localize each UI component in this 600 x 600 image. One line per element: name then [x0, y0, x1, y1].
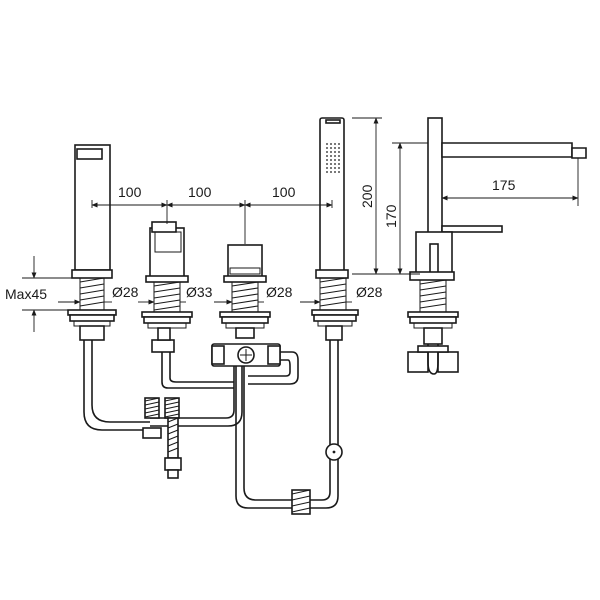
valve-left-assembly: [141, 221, 234, 389]
spacing-label-1: 100: [118, 184, 142, 200]
max-thickness-dimension: [22, 256, 72, 332]
spacing-label-3: 100: [272, 184, 296, 200]
spout-height-label: 170: [383, 204, 399, 228]
max-thickness-label: Max45: [5, 286, 47, 302]
height-dimensions: [352, 117, 428, 275]
supply-hoses: [142, 397, 182, 479]
hand-shower-assembly: [291, 117, 359, 515]
hand-shower-nozzles: [326, 143, 340, 173]
side-view-thread: [419, 279, 447, 313]
side-view-assembly: [407, 117, 587, 375]
hole-diameter-label-3: Ø28: [266, 284, 293, 300]
hole-diameter-label-4: Ø28: [356, 284, 383, 300]
reach-dimension: [441, 158, 579, 206]
valve-right-thread: [231, 281, 259, 313]
valve-right-assembly: [150, 244, 299, 509]
valve-left-thread: [153, 281, 181, 313]
hole-diameter-label-1: Ø28: [112, 284, 139, 300]
spout-thread: [79, 277, 105, 311]
spacing-dimensions: [91, 200, 333, 244]
spout-reach-label: 175: [492, 177, 516, 193]
spacing-label-2: 100: [188, 184, 212, 200]
hole-diameter-label-2: Ø33: [186, 284, 213, 300]
hand-shower-thread: [319, 277, 347, 311]
overall-height-label: 200: [359, 184, 375, 208]
